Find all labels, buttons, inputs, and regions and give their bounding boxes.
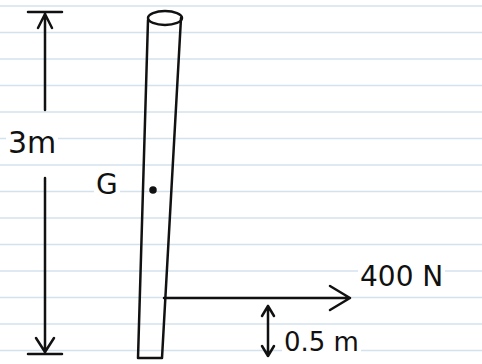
- ruling-line: [0, 111, 482, 113]
- ruling-line: [0, 85, 482, 87]
- force-arrow: [164, 286, 350, 310]
- ruling-line: [0, 5, 482, 7]
- ruling-line: [0, 217, 482, 219]
- ruling-line: [0, 164, 482, 166]
- dimension-line-bottom: [28, 178, 62, 354]
- pole-outline: [138, 18, 181, 358]
- ruling-line: [0, 58, 482, 60]
- dimension-label: 3m: [6, 126, 58, 159]
- pole-top: [148, 11, 182, 25]
- height-dimension: [262, 306, 274, 356]
- ruling-line: [0, 323, 482, 325]
- ruling-line: [0, 350, 482, 352]
- ruling-line: [0, 191, 482, 193]
- dimension-label: 0.5 m: [282, 328, 361, 357]
- ruling-line: [0, 244, 482, 246]
- ruling-line: [0, 138, 482, 140]
- paper-ruling: [0, 6, 482, 351]
- dimension-line-top: [28, 12, 62, 110]
- force-label: 400 N: [358, 262, 445, 293]
- point-label: G: [94, 170, 120, 201]
- ruling-line: [0, 32, 482, 34]
- centre-of-mass-dot: [151, 188, 156, 193]
